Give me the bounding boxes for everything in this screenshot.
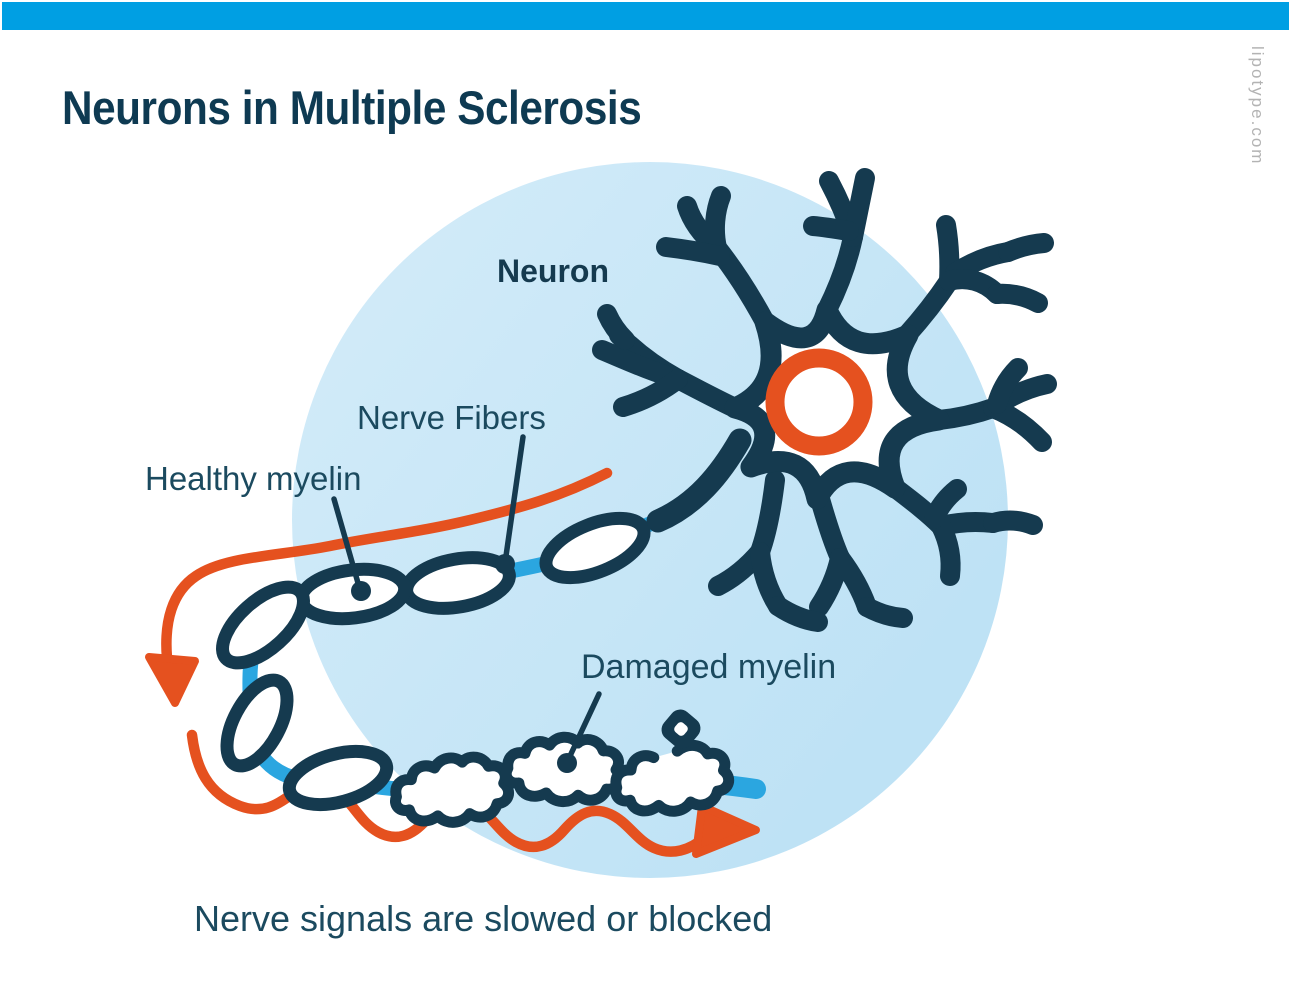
damaged-myelin-pointer-dot bbox=[557, 753, 577, 773]
myelin-sheath bbox=[216, 580, 310, 670]
myelin-sheath bbox=[220, 673, 294, 773]
myelin-fragment bbox=[661, 709, 701, 749]
myelin-sheath bbox=[539, 511, 651, 585]
neuron-cell bbox=[592, 168, 1057, 632]
caption: Nerve signals are slowed or blocked bbox=[194, 898, 773, 939]
damaged-myelin-blobs bbox=[393, 709, 732, 826]
blocked-signal-arrowhead bbox=[692, 802, 760, 858]
label-pointers bbox=[331, 434, 602, 773]
healthy-myelin-pointer bbox=[331, 496, 361, 586]
healthy-myelin-sheaths bbox=[216, 511, 651, 812]
nerve-fibers-pointer-dot bbox=[495, 554, 515, 574]
watermark: lipotype.com bbox=[1248, 46, 1267, 166]
label-nerve-fibers: Nerve Fibers bbox=[357, 399, 546, 436]
healthy-signal-arrow bbox=[145, 467, 613, 707]
dendrites bbox=[592, 168, 1057, 632]
label-damaged-myelin: Damaged myelin bbox=[581, 648, 837, 686]
top-accent-bar bbox=[2, 2, 1289, 30]
healthy-signal-arrowhead bbox=[145, 653, 199, 707]
label-healthy-myelin: Healthy myelin bbox=[145, 460, 362, 497]
label-neuron: Neuron bbox=[497, 253, 609, 289]
damaged-myelin-pointer bbox=[567, 691, 602, 759]
myelin-sheath bbox=[282, 744, 394, 812]
page-title: Neurons in Multiple Sclerosis bbox=[62, 81, 642, 134]
nucleus-ring bbox=[765, 348, 873, 456]
nerve-fibers-pointer bbox=[503, 434, 526, 559]
soma bbox=[724, 299, 950, 510]
healthy-signal-line bbox=[161, 467, 613, 664]
healthy-myelin-pointer-dot bbox=[351, 581, 371, 601]
